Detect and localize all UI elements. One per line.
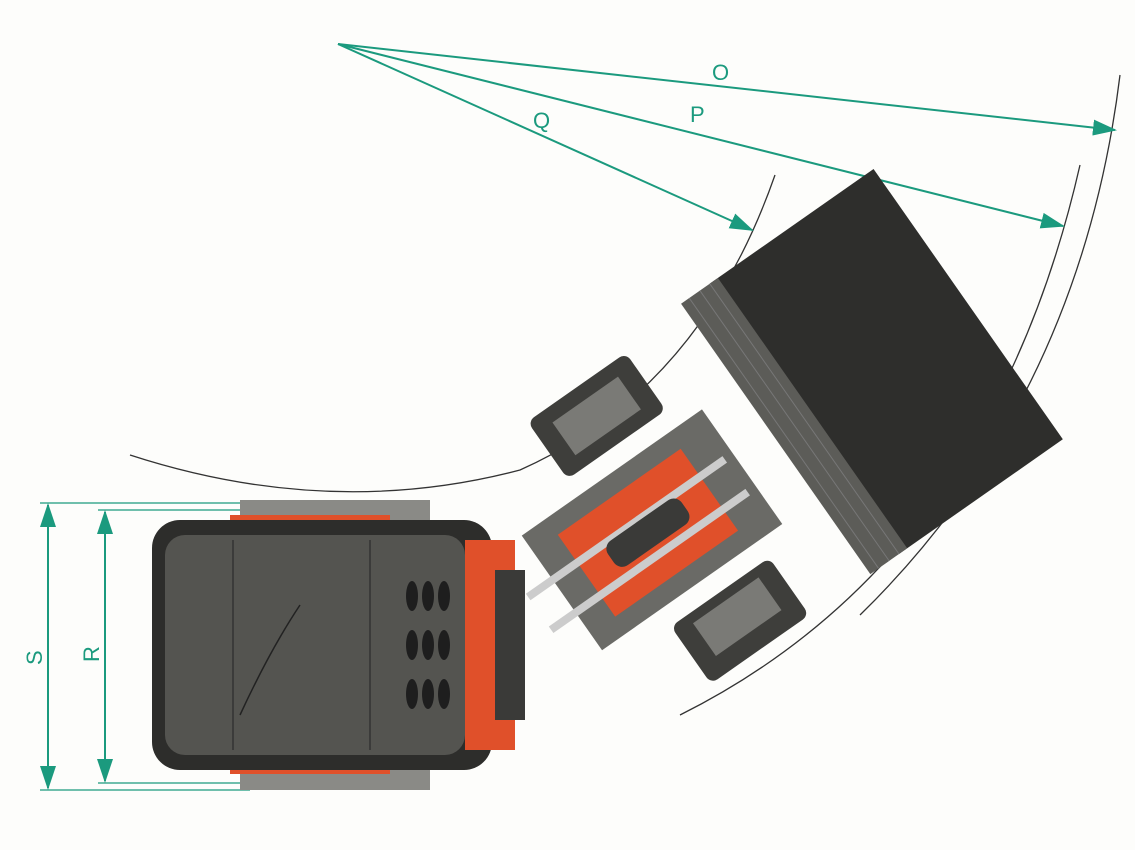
radius-line-p xyxy=(337,43,1065,229)
rear-chassis xyxy=(152,500,525,790)
label-q: Q xyxy=(533,108,550,133)
label-o: O xyxy=(712,60,729,85)
label-p: P xyxy=(690,102,705,127)
radius-line-q xyxy=(337,43,754,231)
outer-turning-arc-o xyxy=(859,74,1121,616)
bucket xyxy=(681,168,1063,575)
front-loader xyxy=(521,356,807,681)
label-r: R xyxy=(79,646,104,662)
label-s: S xyxy=(22,650,47,665)
radius-line-o xyxy=(337,43,1117,136)
